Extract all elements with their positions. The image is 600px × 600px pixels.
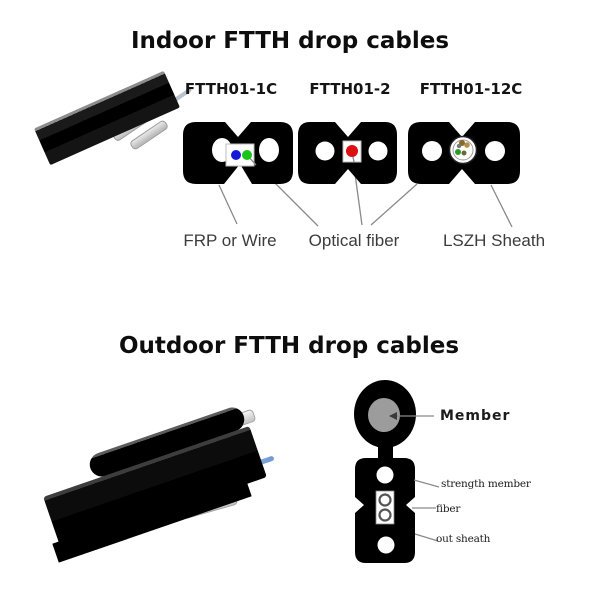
annotation-out-sheath: out sheath bbox=[436, 533, 491, 545]
fiber-green-dot-12c bbox=[455, 149, 461, 155]
strength-member-hole-bottom bbox=[377, 536, 395, 554]
cross-section-ftth01-1c bbox=[183, 122, 293, 184]
model-label-ftth01-12c: FTTH01-12C bbox=[419, 80, 523, 98]
fiber-bundle-ring bbox=[452, 139, 474, 161]
fiber-olive-dot bbox=[461, 150, 467, 156]
leader-optical-fiber-3 bbox=[370, 183, 418, 226]
frp-hole-left-12c bbox=[422, 141, 442, 161]
cross-section-ftth01-2 bbox=[298, 122, 397, 184]
indoor-section-title: Indoor FTTH drop cables bbox=[130, 28, 450, 54]
model-label-ftth01-1c: FTTH01-1C bbox=[184, 80, 278, 98]
leader-strength-member bbox=[413, 479, 440, 488]
annotation-fiber: fiber bbox=[436, 503, 461, 515]
annotation-lszh-sheath: LSZH Sheath bbox=[442, 231, 546, 250]
cross-section-ftth01-12c bbox=[408, 122, 520, 184]
outdoor-leader-lines bbox=[396, 415, 440, 542]
outdoor-cross-section bbox=[354, 380, 416, 563]
model-label-ftth01-2: FTTH01-2 bbox=[309, 80, 391, 98]
annotation-frp-or-wire: FRP or Wire bbox=[183, 231, 277, 250]
frp-hole-right-1c bbox=[259, 138, 279, 162]
leader-frp-or-wire bbox=[218, 184, 238, 225]
leader-lszh-sheath bbox=[490, 184, 513, 228]
annotation-optical-fiber: Optical fiber bbox=[308, 231, 400, 250]
fiber-green-dot bbox=[242, 150, 252, 160]
outdoor-fiber-2 bbox=[378, 508, 392, 522]
fiber-gray-dot bbox=[456, 143, 462, 149]
member-core bbox=[368, 398, 400, 432]
frp-hole-right-12c bbox=[485, 141, 505, 161]
annotation-member: Member bbox=[440, 408, 511, 424]
fiber-blue-dot bbox=[231, 150, 241, 160]
frp-hole-left-2 bbox=[315, 141, 335, 161]
outdoor-section-title: Outdoor FTTH drop cables bbox=[118, 333, 460, 359]
fiber-tan-dot bbox=[464, 142, 470, 148]
fiber-red-dot bbox=[346, 145, 358, 157]
leader-out-sheath bbox=[414, 533, 439, 542]
frp-hole-right-2 bbox=[368, 141, 388, 161]
strength-member-hole-top bbox=[376, 466, 394, 484]
outdoor-fiber-1 bbox=[378, 493, 392, 507]
annotation-strength-member: strength member bbox=[441, 478, 531, 490]
member-arrowhead-icon bbox=[389, 412, 397, 420]
